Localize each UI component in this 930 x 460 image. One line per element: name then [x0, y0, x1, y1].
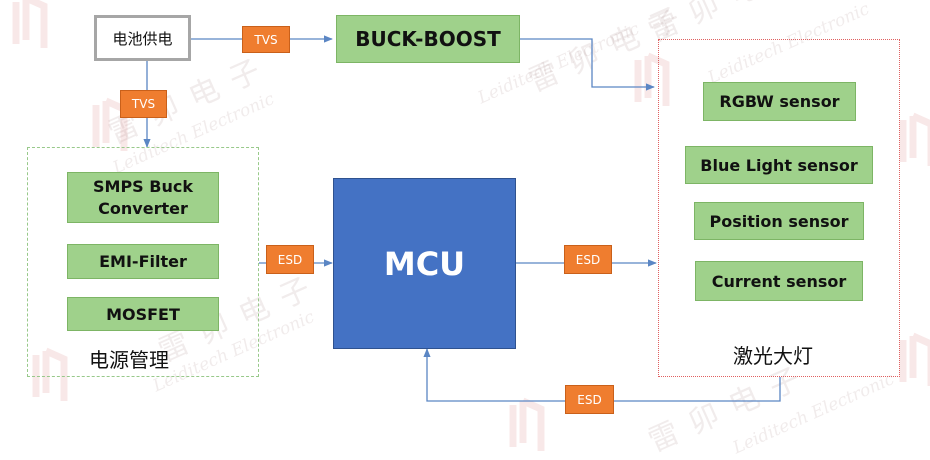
blue-light-sensor-label: Blue Light sensor — [700, 155, 858, 175]
battery-node: 电池供电 — [94, 15, 191, 61]
mosfet-node: MOSFET — [67, 297, 219, 331]
laser-lamp-label: 激光大灯 — [733, 344, 813, 368]
position-sensor-label: Position sensor — [709, 211, 849, 231]
blue-light-sensor-node: Blue Light sensor — [685, 146, 873, 184]
buck-boost-node: BUCK-BOOST — [336, 15, 520, 63]
mosfet-label: MOSFET — [106, 304, 180, 324]
watermark-logo-icon — [899, 112, 930, 166]
watermark-logo-icon — [509, 397, 545, 451]
position-sensor-node: Position sensor — [694, 202, 864, 240]
emi-filter-label: EMI-Filter — [99, 252, 187, 271]
esd-out-badge: ESD — [564, 245, 612, 274]
esd-bottom-label: ESD — [577, 392, 602, 407]
watermark-logo-icon — [899, 332, 930, 386]
emi-filter-node: EMI-Filter — [67, 244, 219, 279]
tvs-top-badge: TVS — [242, 26, 290, 53]
watermark-logo-icon — [12, 0, 48, 48]
tvs-left-badge: TVS — [120, 90, 167, 118]
rgbw-sensor-label: RGBW sensor — [719, 92, 840, 111]
watermark-logo-icon — [634, 52, 670, 106]
mcu-node: MCU — [333, 178, 516, 349]
esd-in-badge: ESD — [266, 245, 314, 274]
buck-boost-label: BUCK-BOOST — [355, 27, 501, 51]
esd-out-label: ESD — [575, 252, 601, 267]
tvs-top-label: TVS — [254, 32, 278, 47]
esd-in-label: ESD — [277, 252, 303, 267]
power-group — [27, 147, 259, 377]
battery-label: 电池供电 — [112, 29, 173, 48]
smps-label: SMPS Buck Converter — [93, 176, 193, 218]
laser-lamp-group — [658, 39, 900, 377]
current-sensor-node: Current sensor — [695, 261, 863, 301]
wire-buck-boost-to-lamp — [520, 38, 655, 91]
smps-node: SMPS Buck Converter — [67, 172, 219, 223]
tvs-left-label: TVS — [131, 97, 156, 111]
rgbw-sensor-node: RGBW sensor — [703, 82, 856, 121]
mcu-label: MCU — [383, 244, 466, 283]
current-sensor-label: Current sensor — [711, 271, 847, 291]
esd-bottom-badge: ESD — [565, 385, 614, 414]
power-group-label: 电源管理 — [89, 348, 169, 372]
